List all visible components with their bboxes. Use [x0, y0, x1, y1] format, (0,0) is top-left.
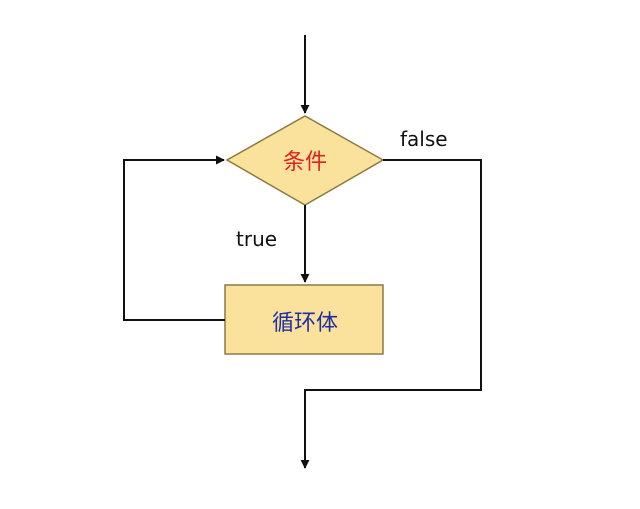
true-label: true — [236, 227, 277, 251]
loop-body-box — [224, 284, 384, 355]
loop-body-label: 循环体 — [272, 311, 338, 336]
condition-label: 条件 — [283, 150, 327, 175]
false-branch-path — [300, 159, 482, 469]
loop-back-arrow — [123, 155, 225, 321]
false-label: false — [400, 127, 448, 151]
